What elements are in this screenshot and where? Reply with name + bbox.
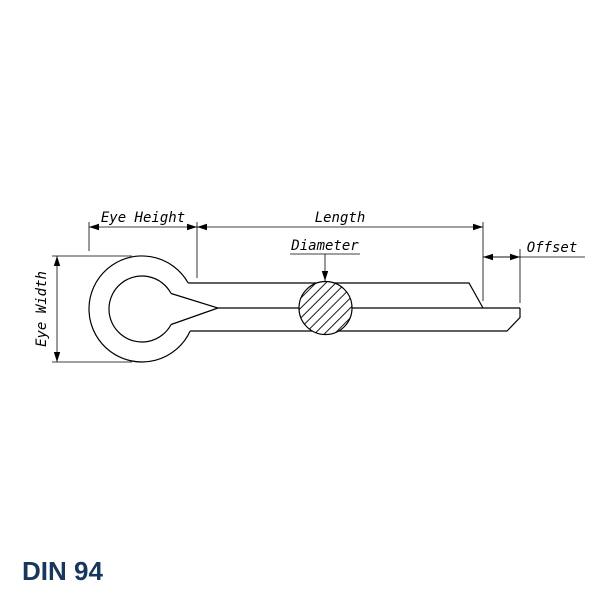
dim-label-offset: Offset: [527, 240, 578, 256]
cross-section-hatched-circle: [298, 280, 353, 336]
dim-eye-height: Eye Height: [88, 210, 198, 278]
upper-prong-edge: [188, 282, 484, 309]
drawing-title: DIN 94: [22, 556, 103, 586]
eye-outer-arc: [88, 255, 191, 363]
diameter-cross-section: [298, 280, 353, 336]
dim-length: Length: [197, 210, 484, 301]
dim-offset: Offset: [483, 240, 585, 303]
lower-prong-edge: [190, 308, 521, 332]
dim-label-length: Length: [315, 210, 366, 226]
dim-label-diameter: Diameter: [290, 238, 359, 254]
dim-label-eye-height: Eye Height: [101, 210, 185, 226]
cotter-pin-outline: [88, 255, 521, 363]
dim-label-eye-width: Eye Width: [34, 271, 50, 347]
eye-inner-arc: [108, 275, 172, 343]
dim-eye-width: Eye Width: [34, 255, 132, 363]
dim-diameter: Diameter: [290, 238, 360, 281]
eye-taper-lines: [170, 292, 220, 326]
